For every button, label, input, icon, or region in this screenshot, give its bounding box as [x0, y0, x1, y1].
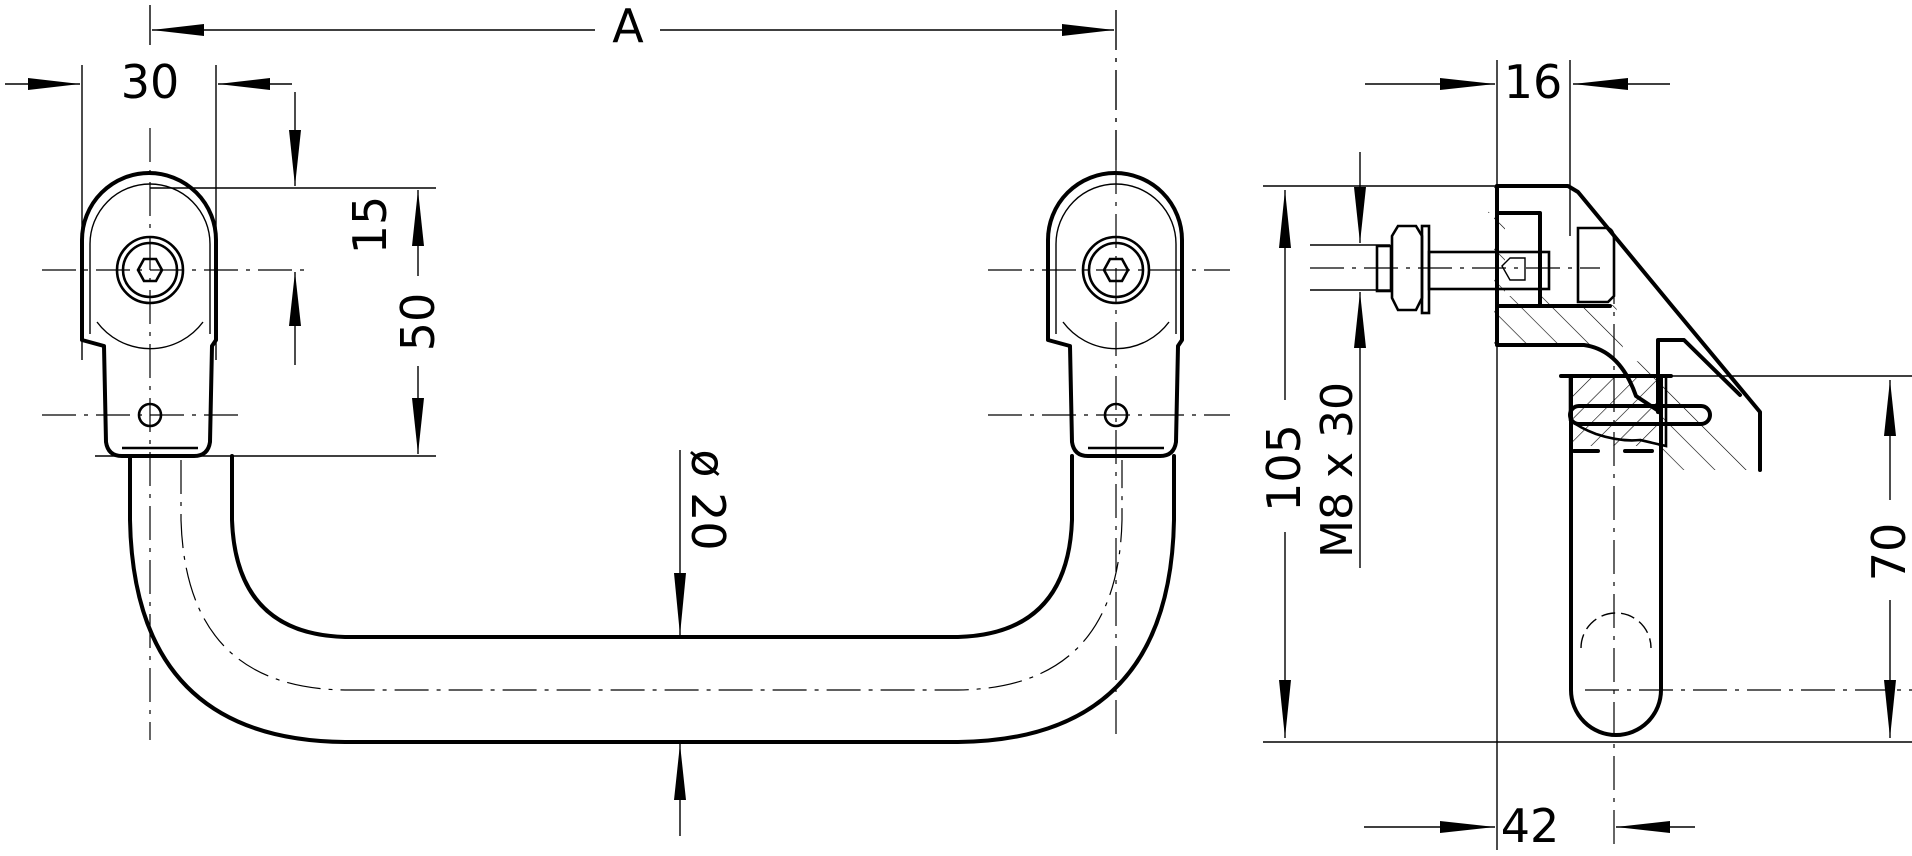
dimension-42: 42	[1364, 799, 1695, 853]
dimension-label-42: 42	[1501, 799, 1560, 853]
dimension-a: A	[149, 0, 1117, 160]
dimension-70: 70	[1862, 380, 1912, 738]
handle-tube-side	[1559, 270, 1912, 850]
dimension-105: 105	[1257, 190, 1311, 738]
front-view: A 30 15 50	[5, 0, 1230, 836]
dimension-label-a: A	[612, 0, 644, 53]
u-tube-handle	[128, 454, 1176, 744]
dimension-16: 16	[1365, 55, 1670, 109]
dimension-bolt-spec: M8 x 30	[1312, 152, 1366, 568]
dimension-label-16: 16	[1504, 55, 1563, 109]
dimension-bracket-width: 30	[5, 55, 292, 360]
dimension-label-30: 30	[121, 55, 180, 109]
dimension-label-15: 15	[343, 196, 397, 255]
dimension-label-105: 105	[1257, 424, 1311, 512]
dimension-label-bolt: M8 x 30	[1312, 382, 1363, 558]
dimension-label-50: 50	[391, 293, 445, 352]
right-bracket	[988, 160, 1230, 740]
dimension-15: 15	[150, 92, 436, 365]
side-section-view: 16 M8	[1257, 55, 1912, 853]
dimension-label-70: 70	[1862, 523, 1912, 582]
bolt-assembly	[1310, 224, 1600, 315]
left-bracket	[42, 128, 310, 740]
dimension-label-diameter: ø 20	[681, 449, 735, 550]
dimension-tube-diameter: ø 20	[674, 449, 735, 836]
